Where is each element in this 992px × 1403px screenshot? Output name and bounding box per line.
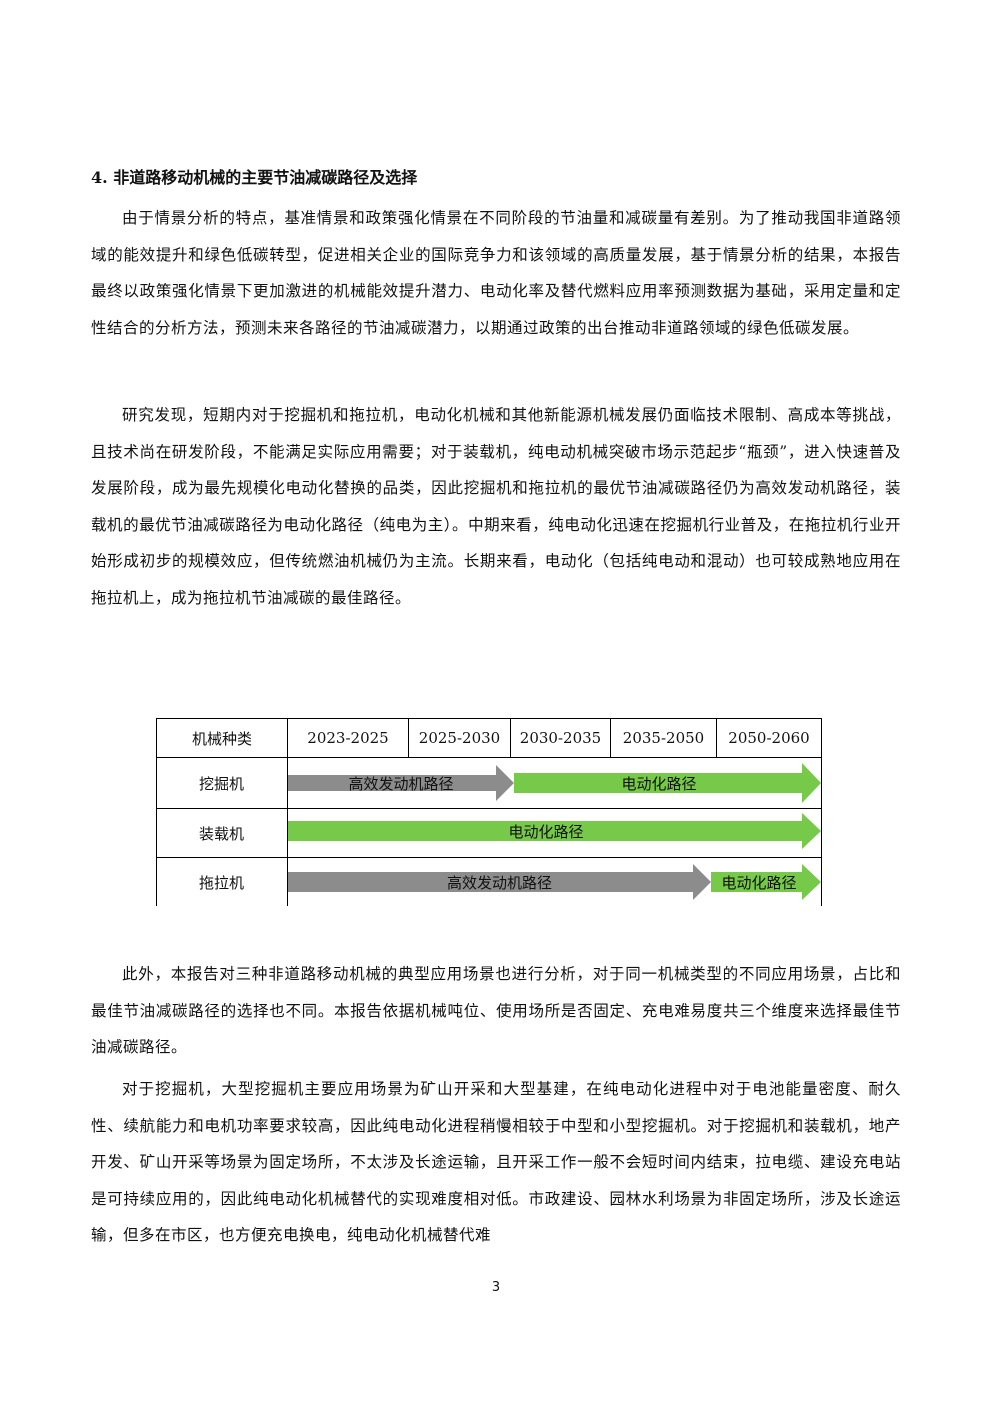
row-label-tractor: 拖拉机 bbox=[198, 873, 244, 892]
row-divider bbox=[156, 857, 822, 858]
row-divider bbox=[156, 808, 822, 809]
table-right-border bbox=[821, 758, 822, 906]
loader-electric-arrow bbox=[288, 813, 821, 849]
row-label-loader: 装载机 bbox=[198, 824, 244, 843]
paragraph-3: 此外，本报告对三种非道路移动机械的典型应用场景也进行分析，对于同一机械类型的不同… bbox=[91, 965, 901, 1056]
pathway-table: 机械种类 2023-2025 2025-2030 2030-2035 2035-… bbox=[156, 718, 822, 906]
paragraph-2: 研究发现，短期内对于挖掘机和拖拉机，电动化机械和其他新能源机械发展仍面临技术限制… bbox=[91, 406, 901, 607]
loader-electric-label: 电动化路径 bbox=[508, 822, 584, 841]
excavator-engine-label: 高效发动机路径 bbox=[348, 774, 454, 793]
page-number: 3 bbox=[491, 1280, 501, 1295]
row-label-excavator: 挖掘机 bbox=[198, 775, 244, 793]
tractor-electric-arrow bbox=[711, 864, 821, 900]
paragraph-4: 对于挖掘机，大型挖掘机主要应用场景为矿山开采和大型基建，在纯电动化进程中对于电池… bbox=[91, 1080, 901, 1244]
paragraph-1: 由于情景分析的特点，基准情景和政策强化情景在不同阶段的节油量和减碳量有差别。为了… bbox=[91, 209, 901, 337]
excavator-engine-arrow bbox=[288, 765, 514, 801]
excavator-electric-arrow bbox=[514, 763, 821, 803]
table-label-divider bbox=[287, 758, 288, 906]
tractor-engine-arrow bbox=[288, 864, 711, 900]
table-header-row: 机械种类 2023-2025 2025-2030 2030-2035 2035-… bbox=[156, 718, 822, 758]
pathway-arrows bbox=[288, 763, 821, 900]
tractor-electric-label: 电动化路径 bbox=[721, 873, 797, 892]
excavator-electric-label: 电动化路径 bbox=[621, 774, 697, 793]
tractor-engine-label: 高效发动机路径 bbox=[446, 873, 552, 892]
header-cell-period-5: 2050-2060 bbox=[716, 718, 822, 758]
section-heading: 4. 非道路移动机械的主要节油减碳路径及选择 bbox=[91, 168, 418, 187]
table-left-border bbox=[156, 758, 157, 906]
